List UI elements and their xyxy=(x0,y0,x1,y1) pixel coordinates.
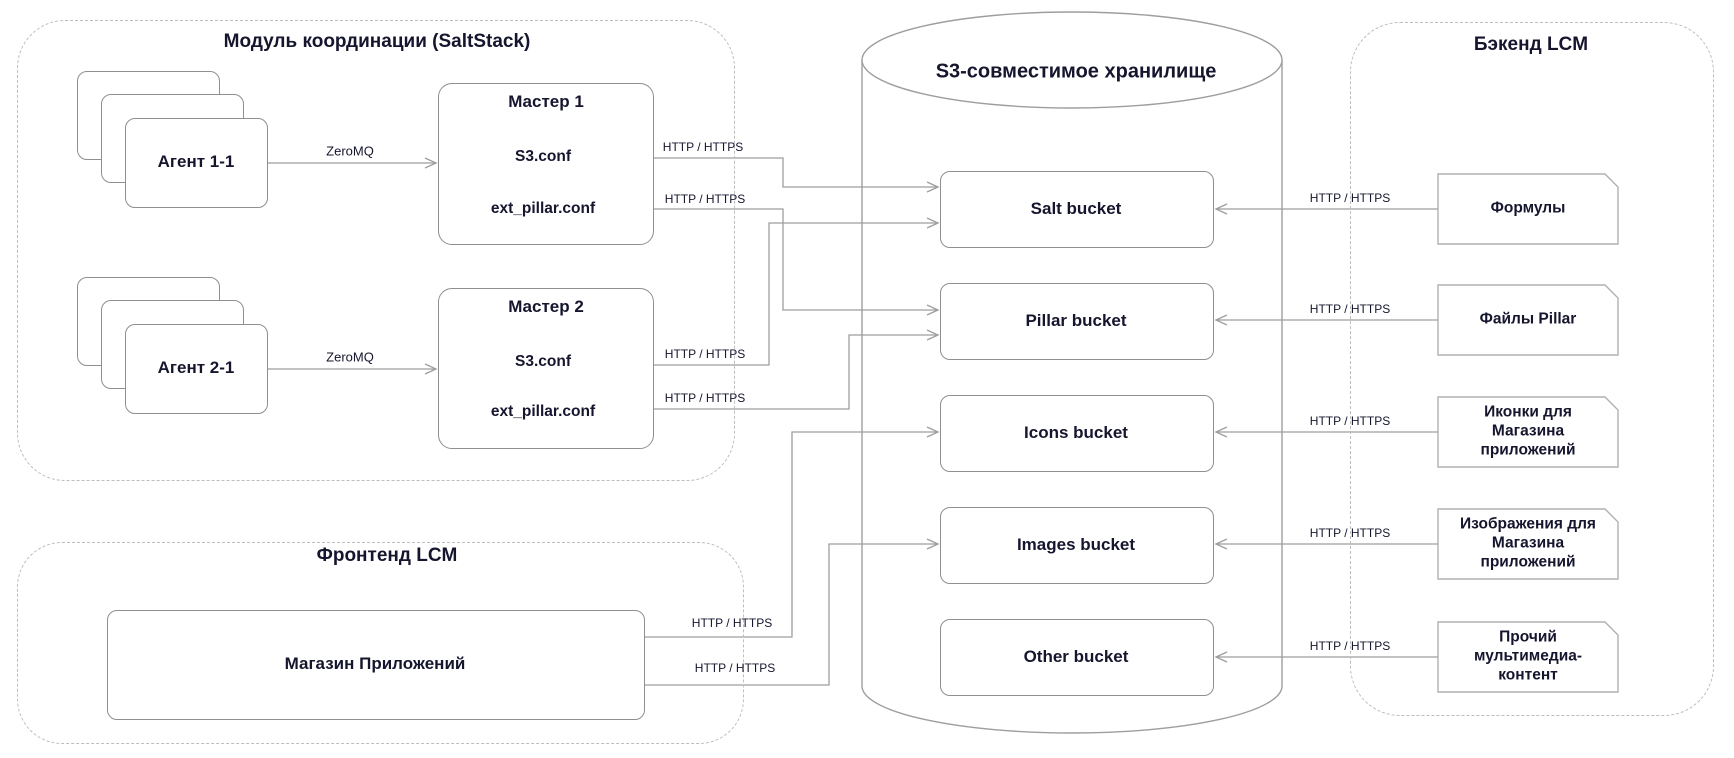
note-icons xyxy=(1437,396,1619,468)
images-bucket-label: Images bucket xyxy=(1016,535,1136,554)
http-label-m2s3: HTTP / HTTPS xyxy=(664,347,746,361)
group-coordination-module xyxy=(17,20,735,481)
icons-bucket-label: Icons bucket xyxy=(1024,423,1128,442)
other-bucket-label: Other bucket xyxy=(1023,647,1129,666)
http-label-m2ep: HTTP / HTTPS xyxy=(664,391,746,405)
edge-m2ep-pillarbucket xyxy=(627,329,940,410)
connectors xyxy=(266,157,1438,686)
icons-bucket-box xyxy=(940,395,1214,472)
s3-cylinder-shape xyxy=(861,11,1283,734)
backend-document-notes xyxy=(1437,173,1619,693)
master2-title: Мастер 2 xyxy=(508,297,584,316)
http-label-m1ep: HTTP / HTTPS xyxy=(664,192,746,206)
images-bucket-box xyxy=(940,507,1214,584)
formulas-doc-label: Формулы xyxy=(1490,199,1566,217)
http-label-othermedia: HTTP / HTTPS xyxy=(1309,639,1391,653)
coordination-module-title: Модуль координации (SaltStack) xyxy=(223,31,531,52)
edge-m2s3-saltbucket xyxy=(627,217,940,366)
http-label-formulas: HTTP / HTTPS xyxy=(1309,191,1391,205)
master2-extpillar-label: ext_pillar.conf xyxy=(490,403,596,420)
pillar-bucket-box xyxy=(940,283,1214,360)
http-label-m1s3: HTTP / HTTPS xyxy=(662,140,744,154)
edge-store-iconsbucket xyxy=(643,426,940,638)
pillar-files-doc-label: Файлы Pillar xyxy=(1479,310,1577,328)
edge-store-imagesbucket xyxy=(643,538,940,686)
s3-storage-title: S3-совместимое хранилище xyxy=(935,60,1217,83)
note-other-media xyxy=(1437,621,1619,693)
note-pillar-files xyxy=(1437,284,1619,356)
group-frontend-lcm xyxy=(17,542,744,744)
note-formulas xyxy=(1437,173,1619,245)
http-label-pillarfiles: HTTP / HTTPS xyxy=(1309,302,1391,316)
master2-box xyxy=(438,288,654,449)
agent2-card-front xyxy=(125,324,268,414)
edge-m1ep-pillarbucket xyxy=(627,208,940,316)
group-backend-lcm xyxy=(1350,22,1714,716)
agent1-card-front xyxy=(125,118,268,208)
http-label-store-icons: HTTP / HTTPS xyxy=(691,616,773,630)
images-doc-label: Изображения для Магазина приложений xyxy=(1460,515,1596,571)
edge-m1s3-saltbucket xyxy=(627,157,940,193)
icons-doc-label: Иконки для Магазина приложений xyxy=(1480,403,1576,459)
other-media-doc-label: Прочий мультимедиа-контент xyxy=(1473,628,1583,684)
master2-s3conf-label: S3.conf xyxy=(515,353,571,370)
master1-title: Мастер 1 xyxy=(508,92,584,111)
backend-lcm-title: Бэкенд LCM xyxy=(1473,34,1589,55)
agent2-label: Агент 2-1 xyxy=(157,358,235,377)
salt-bucket-box xyxy=(940,171,1214,248)
agent1-label: Агент 1-1 xyxy=(157,152,235,171)
http-label-store-images: HTTP / HTTPS xyxy=(694,661,776,675)
frontend-lcm-title: Фронтенд LCM xyxy=(316,545,458,566)
http-label-images: HTTP / HTTPS xyxy=(1309,526,1391,540)
salt-bucket-label: Salt bucket xyxy=(1030,199,1122,218)
master1-extpillar-label: ext_pillar.conf xyxy=(490,200,596,217)
app-store-label: Магазин Приложений xyxy=(284,654,466,673)
master1-s3conf-label: S3.conf xyxy=(515,148,571,165)
other-bucket-box xyxy=(940,619,1214,696)
http-label-icons: HTTP / HTTPS xyxy=(1309,414,1391,428)
master1-box xyxy=(438,83,654,245)
app-store-box xyxy=(107,610,645,720)
zeromq-label-2: ZeroMQ xyxy=(326,349,374,365)
note-images xyxy=(1437,508,1619,580)
pillar-bucket-label: Pillar bucket xyxy=(1025,311,1127,330)
zeromq-label-1: ZeroMQ xyxy=(326,143,374,159)
